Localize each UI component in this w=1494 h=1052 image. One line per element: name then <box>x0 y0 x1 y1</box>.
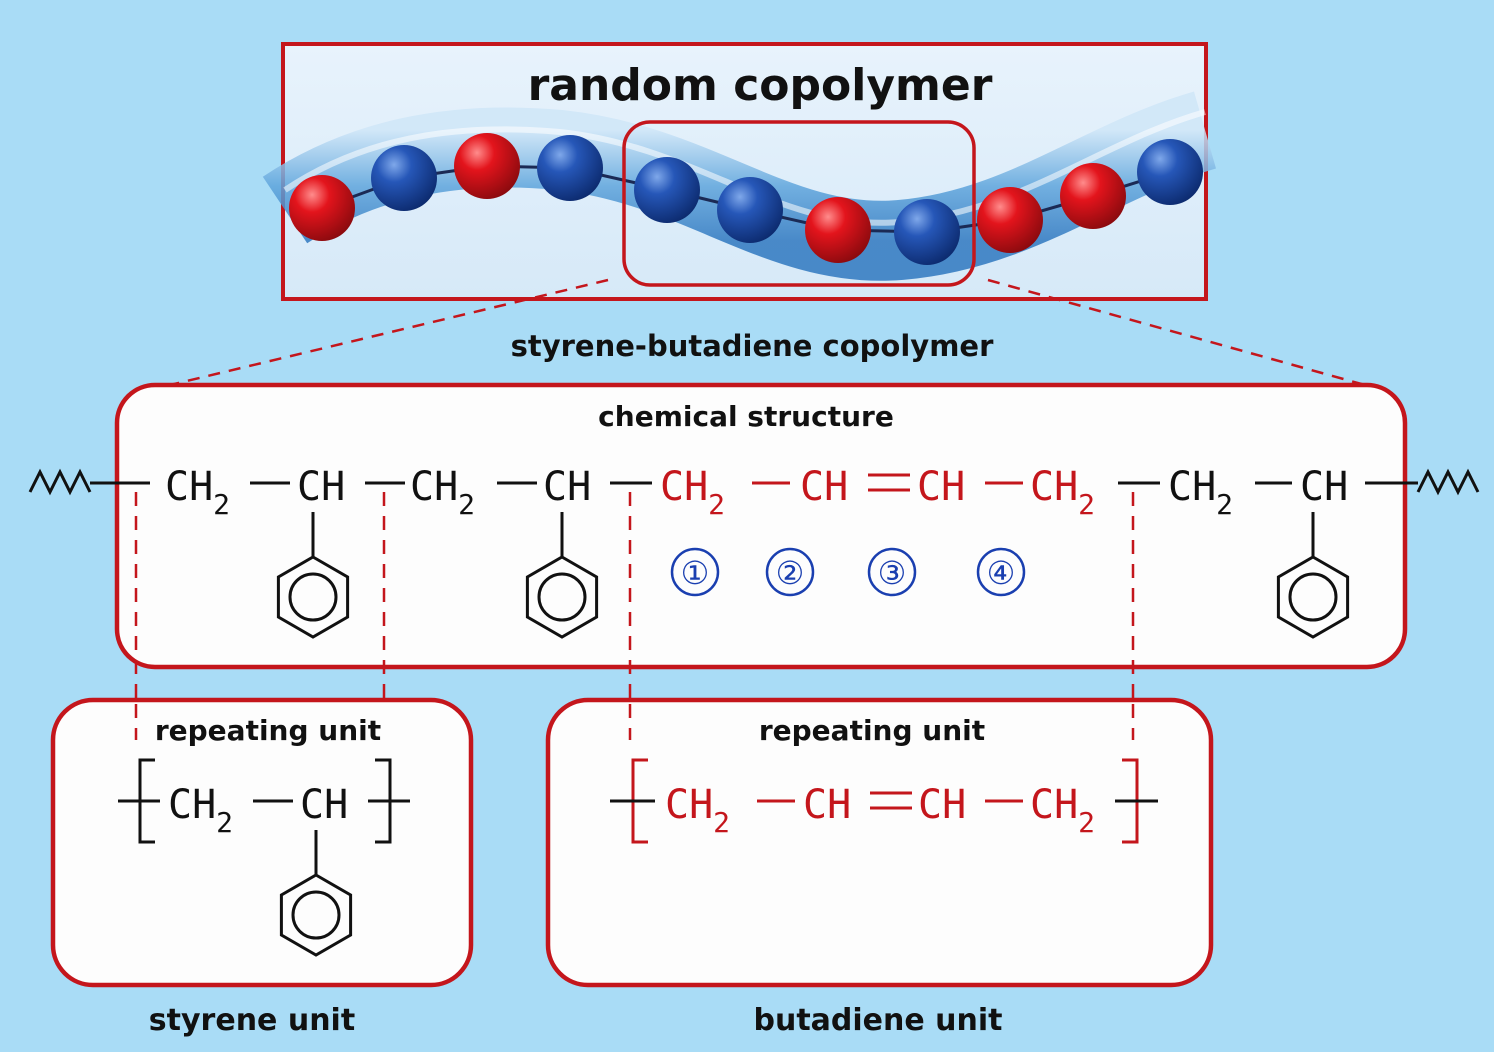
chain-group-8: CH2 <box>1030 464 1095 521</box>
styrene-unit-box: repeating unit CH2 CH styrene unit <box>50 697 474 1038</box>
butadiene-bead <box>537 135 603 201</box>
chain-group-1: CH2 <box>165 464 230 521</box>
butadiene-group-3: CH <box>918 782 966 828</box>
butadiene-unit-box: repeating unit CH2 CH CH CH2 butadiene u… <box>545 697 1214 1038</box>
wavy-end-left-icon <box>28 468 92 496</box>
carbon-number-2: ② <box>776 554 805 592</box>
styrene-caption: styrene unit <box>149 1003 355 1038</box>
benzene-ring-icon <box>1276 512 1350 639</box>
chain-group-7: CH <box>917 464 965 510</box>
butadiene-bead <box>1137 139 1203 205</box>
styrene-box-heading: repeating unit <box>155 714 381 747</box>
carbon-number-1: ① <box>681 554 710 592</box>
chain-group-3: CH2 <box>410 464 475 521</box>
carbon-number-3: ③ <box>878 554 907 592</box>
styrene-group-2: CH <box>300 782 348 828</box>
zoom-lines <box>169 278 1366 387</box>
butadiene-group-1: CH2 <box>665 782 730 839</box>
butadiene-caption: butadiene unit <box>753 1003 1002 1038</box>
butadiene-group-2: CH <box>803 782 851 828</box>
styrene-box-frame <box>50 697 474 988</box>
benzene-ring-icon <box>279 830 353 957</box>
structure-label: chemical structure <box>598 400 894 433</box>
chain-group-5: CH2 <box>660 464 725 521</box>
wavy-end-right-icon <box>1416 468 1480 496</box>
styrene-bead <box>289 175 355 241</box>
benzene-ring-icon <box>525 512 599 639</box>
styrene-bead <box>454 133 520 199</box>
structure-panel-frame <box>114 382 1408 670</box>
monomer-beads <box>289 133 1203 265</box>
butadiene-group-4: CH2 <box>1030 782 1095 839</box>
butadiene-bead <box>634 157 700 223</box>
carbon-number-4: ④ <box>987 554 1016 592</box>
styrene-bead <box>977 187 1043 253</box>
styrene-bead <box>1060 163 1126 229</box>
benzene-ring-icon <box>276 512 350 639</box>
phenyl-groups <box>276 512 1350 639</box>
chain-group-4: CH <box>543 464 591 510</box>
chain-group-9: CH2 <box>1168 464 1233 521</box>
butadiene-bead <box>371 145 437 211</box>
chemical-structure-panel: chemical structure CH2 CH CH2 CH CH2 CH … <box>28 382 1480 670</box>
copolymer-name: styrene-butadiene copolymer <box>511 329 994 363</box>
butadiene-bead <box>894 199 960 265</box>
random-copolymer-panel: random copolymer <box>262 42 1217 301</box>
butadiene-box-heading: repeating unit <box>759 714 985 747</box>
chain-group-2: CH <box>297 464 345 510</box>
carbon-number-ring <box>670 547 720 597</box>
styrene-group-1: CH2 <box>168 782 233 839</box>
styrene-bead <box>805 197 871 263</box>
butadiene-box-frame <box>545 697 1214 988</box>
carbon-numbers: ① ② ③ ④ <box>670 547 1026 597</box>
panel-title: random copolymer <box>528 60 993 111</box>
chain-group-6: CH <box>800 464 848 510</box>
zoom-highlight-box <box>622 120 976 287</box>
unit-guide-lines <box>134 492 1135 740</box>
zoom-line-right <box>987 278 1366 387</box>
butadiene-bead <box>717 177 783 243</box>
chain-group-10: CH <box>1300 464 1348 510</box>
